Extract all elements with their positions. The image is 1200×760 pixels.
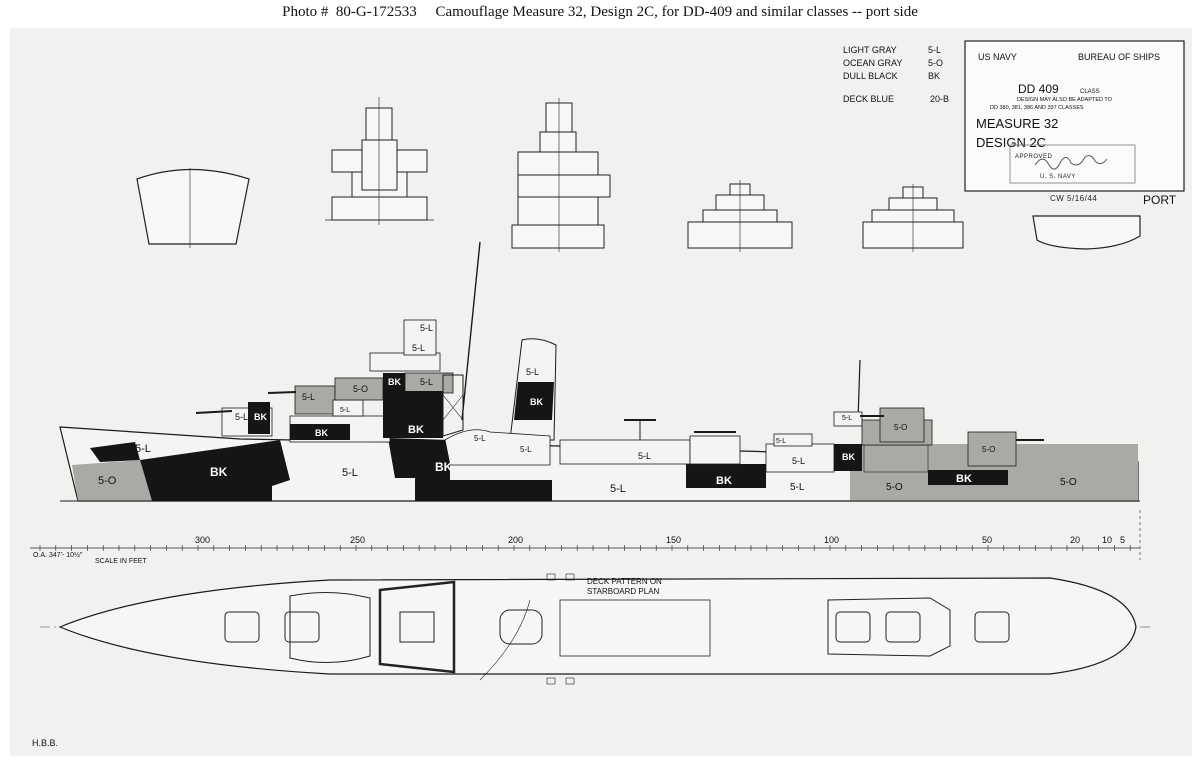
label-5l-bridge: 5-L <box>412 343 425 353</box>
label-bk-hull-stern: BK <box>956 473 972 485</box>
mainmast <box>857 359 861 421</box>
label-bk-bridge-top: BK <box>388 377 401 387</box>
scale-tick-5: 5 <box>1120 535 1125 545</box>
overall-length: O.A. 347'- 10½" <box>33 551 83 559</box>
org-right: BUREAU OF SHIPS <box>1078 52 1160 62</box>
label-5l-small: 5-L <box>340 407 350 414</box>
label-bk-bridge: BK <box>408 424 424 436</box>
label-5l-aft-deckhouse: 5-L <box>776 438 786 445</box>
caption-title: Camouflage Measure 32, Design 2C, for DD… <box>435 4 918 20</box>
scale-tick-250: 250 <box>350 535 365 545</box>
scale-tick-150: 150 <box>666 535 681 545</box>
bow-section-view <box>136 168 250 248</box>
label-5o-gun-3: 5-O <box>894 423 907 432</box>
label-5l-gun-2: 5-L <box>302 392 315 402</box>
label-5l-midship-3: 5-L <box>638 451 651 461</box>
scale-tick-200: 200 <box>508 535 523 545</box>
legend-code-0: 5-L <box>928 45 941 55</box>
label-5l-funnel: 5-L <box>526 367 539 377</box>
label-bk-hull-aft: BK <box>716 475 732 487</box>
forward-section-view-1 <box>325 97 434 225</box>
label-5l-gun-1: 5-L <box>235 412 248 422</box>
label-5l-bow: 5-L <box>135 443 151 455</box>
aft-section-view-2 <box>862 184 964 252</box>
label-bk-funnel: BK <box>530 397 543 407</box>
scale-tick-50: 50 <box>982 535 992 545</box>
legend-name-2: DULL BLACK <box>843 71 898 81</box>
label-5l-midship-1: 5-L <box>474 434 486 443</box>
label-bk-aft-deckhouse: BK <box>842 452 855 462</box>
label-bk-hull-mid: BK <box>435 460 453 474</box>
photo-caption: Photo # 80-G-172533 Camouflage Measure 3… <box>0 4 1200 21</box>
deck-outline <box>58 577 1137 675</box>
legend-name-0: LIGHT GRAY <box>843 45 897 55</box>
stern-section-view <box>1032 215 1141 250</box>
side-label: PORT <box>1143 193 1177 207</box>
label-bk-deckhouse: BK <box>315 428 328 438</box>
label-5o-stern: 5-O <box>1060 477 1077 488</box>
label-5o-bridge-wing: 5-O <box>353 384 368 394</box>
hull-black-patch-3 <box>686 464 766 488</box>
deck-note-line-2: STARBOARD PLAN <box>587 587 660 596</box>
org-left: US NAVY <box>978 52 1017 62</box>
scale-tick-20: 20 <box>1070 535 1080 545</box>
label-5l-aft-small: 5-L <box>842 415 852 422</box>
profile-labels: 5-L 5-L BK 5-L 5-L 5-O 5-L 5-L BK BK BK … <box>98 323 1077 495</box>
hull-ocean-gray-bow <box>72 460 152 501</box>
photo-number: Photo # 80-G-172533 <box>282 4 417 20</box>
title-block-frame <box>964 40 1185 192</box>
aft-section-view-1 <box>687 180 793 252</box>
measure-label: MEASURE 32 <box>976 116 1058 131</box>
gun-mount-aft-2 <box>967 431 1017 467</box>
approval-stamp <box>1009 144 1136 184</box>
gun-mount-1-black <box>248 402 270 434</box>
scale-tick-100: 100 <box>824 535 839 545</box>
label-5l-hull-mid: 5-L <box>610 483 626 495</box>
note-line-1: DESIGN MAY ALSO BE ADAPTED TO <box>1017 97 1113 103</box>
design-label: DESIGN 2C <box>976 135 1046 150</box>
color-legend: LIGHT GRAY 5-L OCEAN GRAY 5-O DULL BLACK… <box>843 45 949 104</box>
foremast <box>461 241 481 421</box>
hull-black-patch-1 <box>140 440 290 501</box>
forward-section-view-2 <box>511 98 611 252</box>
stamp-line-2: U. S. NAVY <box>1040 174 1076 180</box>
legend-code-2: BK <box>928 71 940 81</box>
gun-mount-aft-1 <box>879 407 925 443</box>
label-5l-hull-aft: 5-L <box>790 482 805 493</box>
legend-code-1: 5-O <box>928 58 943 68</box>
scale-tick-300: 300 <box>195 535 210 545</box>
label-5l-hull-fwd: 5-L <box>342 467 358 479</box>
class-number: DD 409 <box>1018 82 1059 96</box>
label-5l-midship-2: 5-L <box>520 445 532 454</box>
legend-name-1: OCEAN GRAY <box>843 58 902 68</box>
class-word: CLASS <box>1080 89 1100 95</box>
label-5o-bow: 5-O <box>98 475 117 487</box>
bridge-black-patch <box>383 391 443 438</box>
drafter-signature: H.B.B. <box>32 738 58 748</box>
scale-tick-10: 10 <box>1102 535 1112 545</box>
label-5l-director: 5-L <box>420 323 433 333</box>
label-5l-aft-2: 5-L <box>792 456 805 466</box>
label-5o-hull-aft: 5-O <box>886 482 903 493</box>
scale-bar: 300 250 200 150 100 50 20 10 5 O.A. 347'… <box>30 510 1141 565</box>
label-bk-gun-1: BK <box>254 412 267 422</box>
deck-plan-view <box>40 573 1150 685</box>
legend-name-3: DECK BLUE <box>843 94 894 104</box>
note-line-2: DD 380, 381, 386 AND 397 CLASSES <box>990 105 1084 111</box>
stamp-line-1: APPROVED <box>1015 154 1053 160</box>
ship-profile-view <box>59 241 1140 502</box>
legend-code-3: 20-B <box>930 94 949 104</box>
hull-black-stern <box>928 470 1008 485</box>
label-5o-gun-4: 5-O <box>982 445 995 454</box>
label-bk-hull-fwd: BK <box>210 465 228 479</box>
scale-label: SCALE IN FEET <box>95 558 147 565</box>
signature-scrawl <box>1034 155 1108 170</box>
drafter-initials: CW 5/16/44 <box>1050 194 1097 203</box>
label-5l-pilothouse: 5-L <box>420 377 433 387</box>
deck-note-line-1: DECK PATTERN ON <box>587 577 662 586</box>
hull-black-patch-2 <box>388 438 450 501</box>
title-block: US NAVY BUREAU OF SHIPS DD 409 CLASS DES… <box>964 40 1185 192</box>
